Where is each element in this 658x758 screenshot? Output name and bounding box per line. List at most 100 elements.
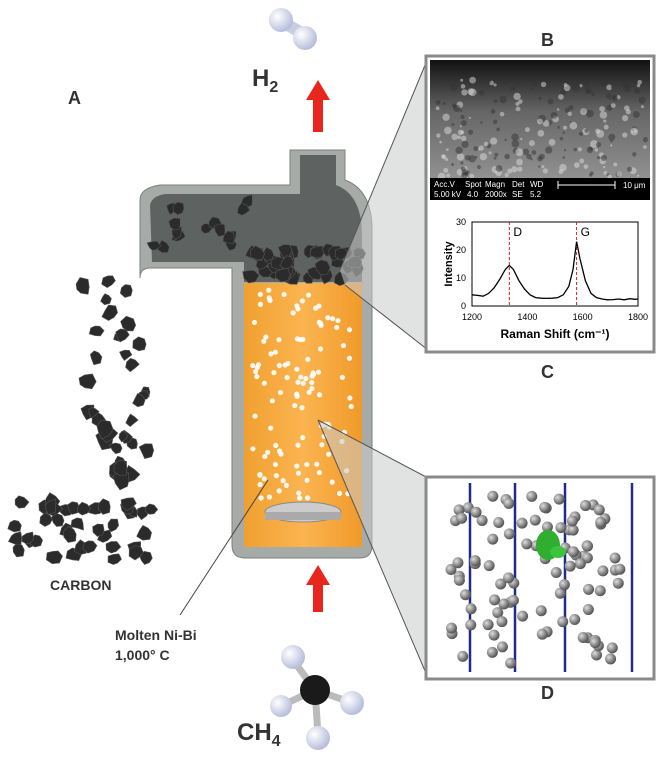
metal-atom — [541, 521, 553, 533]
gas-bubble — [252, 413, 258, 419]
ch4-molecule-icon — [270, 645, 364, 750]
gas-bubble — [276, 362, 282, 369]
carbon-chunk — [242, 270, 260, 284]
carbon-chunk — [7, 531, 23, 545]
metal-atom — [476, 514, 488, 526]
carbon-chunk — [120, 497, 137, 511]
carbon-chunk — [136, 525, 152, 541]
gas-bubble — [305, 292, 312, 298]
metal-atom — [566, 515, 578, 527]
metal-atom — [492, 607, 504, 619]
gas-bubble — [335, 317, 341, 324]
carbon-chunk — [334, 247, 349, 261]
carbon-chunk — [236, 202, 251, 216]
carbon-chunk — [107, 518, 120, 533]
metal-atom — [589, 637, 601, 649]
callout-line — [179, 479, 269, 616]
gas-bubble — [269, 398, 276, 404]
gas-bubble — [297, 336, 303, 343]
plot-area — [471, 221, 639, 307]
gas-bubble — [281, 291, 287, 298]
metal-atom — [591, 649, 603, 661]
gas-bubble — [330, 316, 336, 322]
gas-bubble — [266, 287, 272, 293]
metal-atom — [456, 512, 468, 524]
svg-text:2000x: 2000x — [485, 190, 507, 199]
gas-bubble — [299, 298, 305, 304]
svg-text:5.2: 5.2 — [530, 190, 542, 199]
arrow-up-icon — [306, 565, 330, 612]
carbon-chunk — [125, 413, 139, 427]
carbon-chunk — [314, 259, 331, 276]
carbon-chunk — [88, 406, 100, 419]
gas-bubble — [300, 434, 306, 441]
carbon-chunk — [101, 275, 116, 288]
carbon-chunk — [75, 277, 90, 295]
carbon-chunk — [92, 523, 105, 537]
carbon-chunk — [67, 501, 80, 515]
gas-bubble — [348, 403, 354, 410]
carbon-chunk — [77, 501, 92, 516]
metal-atom — [526, 490, 538, 502]
svg-text:5.00 kV: 5.00 kV — [434, 190, 462, 199]
metal-atom — [503, 572, 515, 584]
carbon-chunk — [132, 392, 146, 408]
metal-atom — [489, 594, 501, 606]
gas-bubble — [294, 391, 300, 397]
gas-bubble — [294, 463, 300, 469]
x-tick-label: 1200 — [462, 312, 482, 322]
gas-bubble — [284, 374, 290, 381]
reactor-vessel — [139, 149, 373, 559]
svg-text:Det: Det — [512, 180, 525, 189]
gas-bubble — [254, 364, 260, 371]
gas-bubble — [316, 470, 322, 476]
metal-atom — [582, 540, 594, 552]
gas-bubble — [254, 373, 260, 380]
svg-text:4.0: 4.0 — [467, 190, 479, 199]
panel-label-d: D — [541, 683, 554, 703]
metal-atom — [595, 516, 607, 528]
h2-label: H2 — [252, 65, 278, 96]
carbon-chunk — [113, 459, 128, 476]
carbon-chunk — [213, 223, 226, 238]
metal-atom — [557, 616, 569, 628]
gas-bubble — [325, 315, 331, 321]
carbon-chunk — [309, 245, 326, 259]
metal-atom — [503, 497, 515, 509]
gas-bubble — [271, 370, 277, 376]
metal-atom — [446, 622, 458, 634]
carbon-chunk — [39, 512, 53, 527]
metal-atom — [558, 579, 570, 591]
gas-bubble — [325, 451, 332, 457]
svg-text:Magn: Magn — [485, 180, 505, 189]
carbon-label: CARBON — [50, 577, 111, 593]
gas-bubble — [263, 334, 269, 340]
svg-text:Spot: Spot — [465, 180, 482, 189]
gas-bubble — [295, 470, 302, 476]
gas-bubble — [310, 370, 316, 376]
carbon-chunk — [89, 350, 103, 366]
metal-atom — [612, 577, 624, 589]
metal-atom — [521, 538, 533, 550]
gas-bubble — [309, 385, 315, 392]
gas-bubble — [340, 342, 347, 349]
carbon-chunk — [88, 325, 105, 337]
metal-atom — [452, 557, 464, 569]
carbon-chunk — [112, 471, 130, 491]
metal-atom — [488, 629, 500, 641]
gas-bubble — [336, 490, 343, 496]
carbon-chunk — [45, 550, 63, 565]
h2-molecule-icon — [269, 8, 317, 50]
metal-atom — [517, 610, 529, 622]
svg-text:SE: SE — [512, 190, 523, 199]
callout-wedge — [340, 58, 428, 350]
metal-atom — [555, 522, 567, 534]
gas-bubble — [295, 442, 301, 448]
gas-bubble — [265, 449, 271, 455]
peak-label: G — [581, 225, 590, 239]
carbon-chunk — [132, 336, 147, 352]
gas-bubble — [339, 374, 345, 380]
gas-bubble — [304, 495, 311, 501]
gas-bubble — [314, 461, 320, 467]
gas-bubble — [313, 305, 319, 311]
